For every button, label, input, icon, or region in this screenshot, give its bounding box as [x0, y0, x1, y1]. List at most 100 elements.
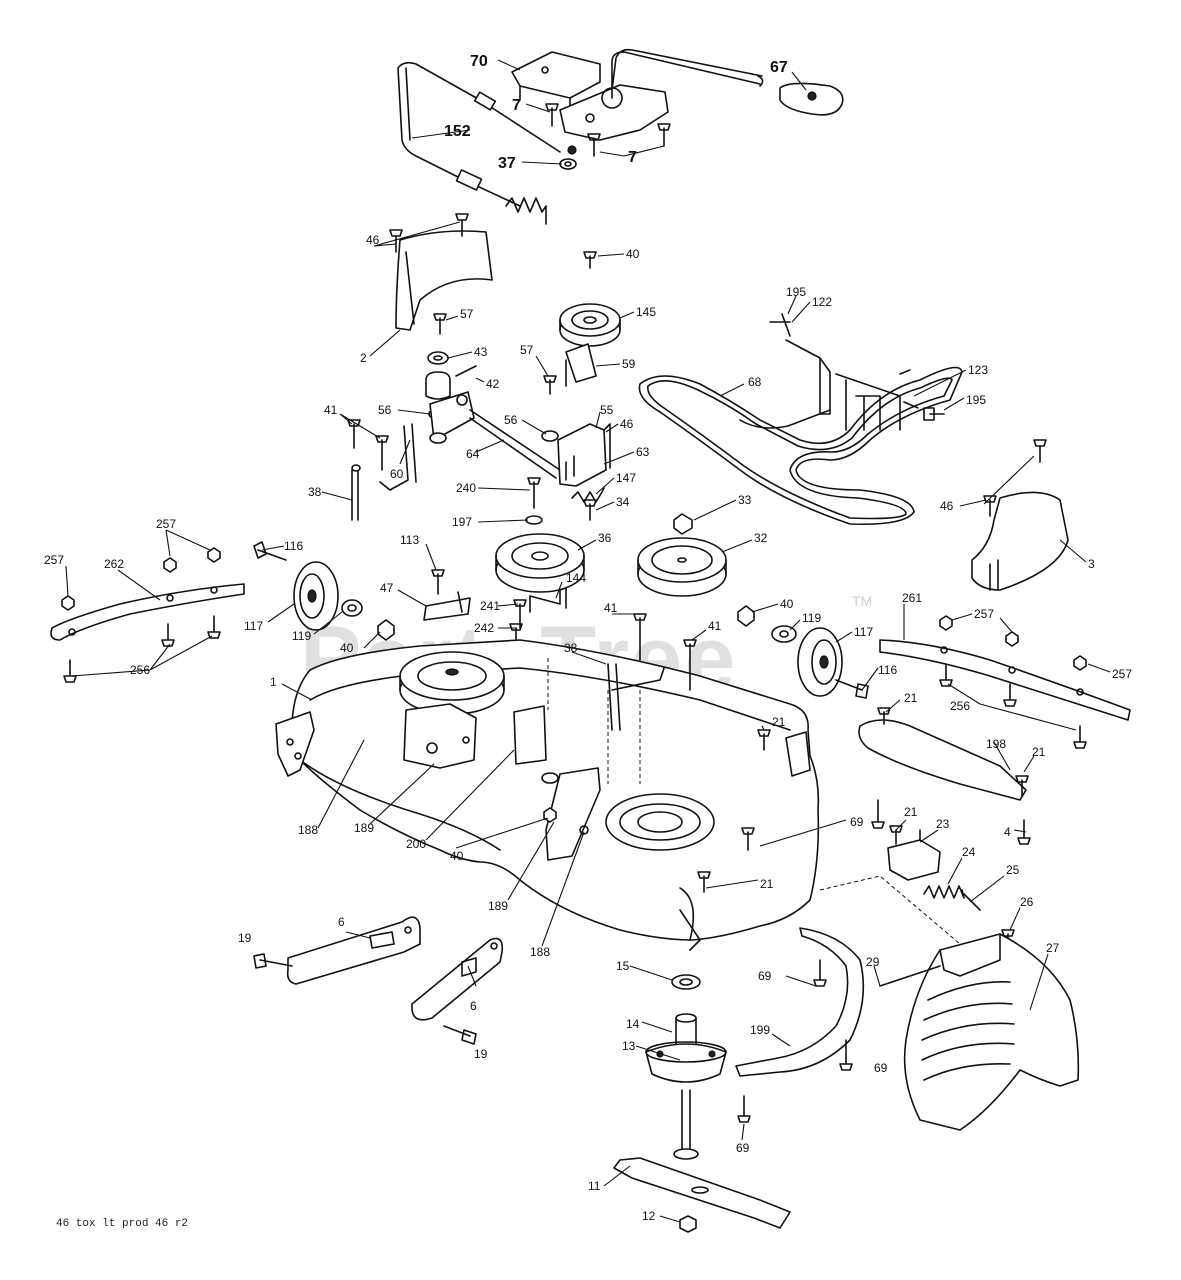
callout-122: 122 — [812, 295, 832, 309]
spacer-47 — [423, 569, 471, 621]
callout-70: 70 — [470, 53, 488, 70]
callout-3: 3 — [1088, 557, 1095, 571]
right-gauge-wheel — [737, 605, 869, 699]
callout-64: 64 — [466, 447, 480, 461]
callout-21-bracket: 21 — [904, 805, 918, 819]
callout-113: 113 — [400, 533, 419, 547]
left-belt-guard — [389, 213, 493, 331]
belt-guide-bracket — [769, 313, 945, 431]
chute-bracket-23 — [887, 825, 1015, 947]
discharge-chute-27 — [879, 933, 1080, 1131]
callout-69-deck: 69 — [850, 815, 864, 829]
callout-55: 55 — [600, 403, 614, 417]
callout-57-upper: 57 — [460, 307, 474, 321]
callout-11: 11 — [588, 1179, 601, 1193]
callout-6-left-bracket: 6 — [470, 999, 477, 1013]
callout-68: 68 — [748, 375, 762, 389]
idler-arm-stack — [425, 313, 561, 479]
callout-63: 63 — [636, 445, 650, 459]
callout-195-upper: 195 — [786, 285, 806, 299]
callout-21-rear: 21 — [760, 877, 774, 891]
idler-bracket-55 — [541, 375, 611, 521]
callout-198: 198 — [986, 737, 1006, 751]
callout-38-center: 38 — [564, 641, 578, 655]
callout-60: 60 — [390, 467, 404, 481]
callout-200: 200 — [406, 837, 426, 851]
callout-119-right: 119 — [802, 611, 821, 625]
callout-27: 27 — [1046, 941, 1060, 955]
callout-257-far-left: 257 — [44, 553, 64, 567]
callout-59: 59 — [622, 357, 636, 371]
right-rail-261 — [879, 615, 1131, 749]
callout-29: 29 — [866, 955, 880, 969]
callout-23: 23 — [936, 817, 950, 831]
callout-13: 13 — [622, 1039, 636, 1053]
lift-linkage-assembly — [397, 48, 844, 225]
callout-119-left: 119 — [292, 629, 311, 643]
callout-21-shield-top: 21 — [904, 691, 918, 705]
callout-257-right: 257 — [974, 607, 994, 621]
callout-37: 37 — [498, 155, 516, 172]
callout-2: 2 — [360, 351, 367, 365]
front-bracket-6-left — [411, 937, 504, 1045]
callout-197: 197 — [452, 515, 472, 529]
callout-40-right: 40 — [780, 597, 794, 611]
callout-69-bottom: 69 — [736, 1141, 750, 1155]
callout-199: 199 — [750, 1023, 770, 1037]
callout-19-left: 19 — [238, 931, 252, 945]
callout-34: 34 — [616, 495, 630, 509]
callout-32: 32 — [754, 531, 768, 545]
callout-261: 261 — [902, 591, 922, 605]
callout-116-right: 116 — [878, 663, 897, 677]
callout-40-top: 40 — [626, 247, 640, 261]
watermark-trademark: TM — [852, 593, 872, 609]
callout-188-center: 188 — [530, 945, 550, 959]
side-shield-198 — [858, 707, 1031, 845]
callout-189-center: 189 — [488, 899, 508, 913]
callout-256-left: 256 — [130, 663, 150, 677]
pulley-36-assembly — [495, 477, 585, 593]
callout-1: 1 — [270, 675, 277, 689]
callout-41-center: 41 — [604, 601, 618, 615]
callout-38-left: 38 — [308, 485, 322, 499]
callout-6-right-bracket: 6 — [338, 915, 345, 929]
callout-42: 42 — [486, 377, 500, 391]
callout-56-left: 56 — [378, 403, 392, 417]
callout-116-left: 116 — [284, 539, 303, 553]
callout-69-shield: 69 — [758, 969, 772, 983]
left-linkage-rods — [347, 419, 417, 521]
callout-47: 47 — [380, 581, 394, 595]
callout-labels: 70 67 7 152 37 7 46 2 40 57 145 43 42 57… — [44, 53, 1132, 1223]
callout-4: 4 — [1004, 825, 1011, 839]
callout-144: 144 — [566, 571, 586, 585]
callout-257-far-right: 257 — [1112, 667, 1132, 681]
callout-257-left: 257 — [156, 517, 176, 531]
left-gauge-wheel — [253, 541, 395, 641]
front-bracket-6-right — [253, 916, 421, 985]
callout-43: 43 — [474, 345, 488, 359]
callout-262: 262 — [104, 557, 124, 571]
callout-67: 67 — [770, 59, 788, 76]
callout-21-shield-end: 21 — [1032, 745, 1046, 759]
callout-117-left: 117 — [244, 619, 263, 633]
callout-21-deck: 21 — [772, 715, 786, 729]
callout-147: 147 — [616, 471, 636, 485]
callout-188-left: 188 — [298, 823, 318, 837]
callout-152: 152 — [444, 123, 471, 140]
callout-46-left: 46 — [366, 233, 380, 247]
callout-69-chute: 69 — [874, 1061, 888, 1075]
callout-117-right: 117 — [854, 625, 873, 639]
callout-7-lower: 7 — [628, 149, 637, 166]
drive-belt-68 — [638, 366, 963, 526]
callout-41-left: 41 — [324, 403, 338, 417]
idler-pulley-145 — [559, 251, 621, 387]
callout-145: 145 — [636, 305, 656, 319]
callout-240: 240 — [456, 481, 476, 495]
callout-189-left: 189 — [354, 821, 374, 835]
front-shield-199 — [735, 927, 865, 1123]
pulley-32-assembly — [637, 513, 727, 597]
callout-15: 15 — [616, 959, 630, 973]
callout-40-left: 40 — [340, 641, 354, 655]
